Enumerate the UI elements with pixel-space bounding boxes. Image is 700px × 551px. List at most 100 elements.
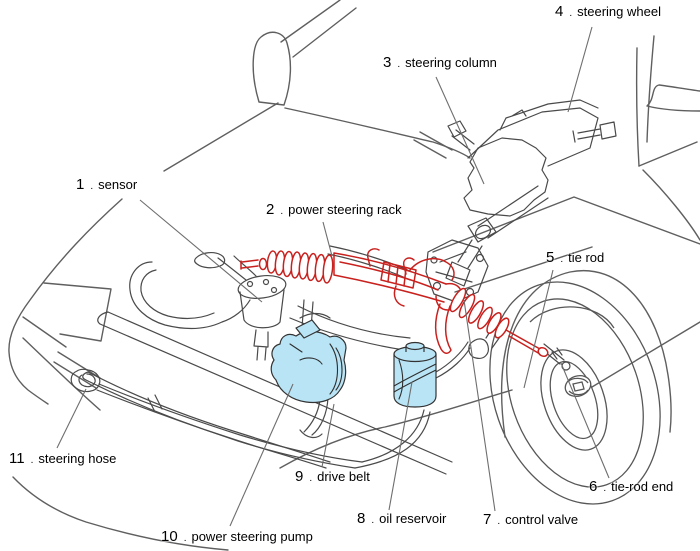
label-tie-rod-end: 6.tie-rod end — [589, 479, 673, 494]
blue-part-details — [289, 343, 437, 400]
pump-bracket — [295, 319, 321, 339]
part-name: power steering pump — [191, 529, 313, 544]
rack-pipes-top — [393, 257, 455, 307]
part-number: 2 — [266, 201, 275, 218]
leader-line-7 — [463, 299, 496, 512]
steering-hose-loop — [70, 368, 101, 393]
leader-line-11 — [56, 388, 87, 449]
a-pillar-left — [280, 0, 357, 58]
hose-to-pump — [354, 409, 431, 469]
label-oil-reservoir: 8. oil reservoir — [357, 511, 446, 526]
drive-belt — [299, 397, 329, 439]
leader-line-10 — [229, 383, 294, 527]
rack-left-rod — [240, 259, 259, 270]
cowl-line — [284, 107, 471, 159]
column-stalk — [447, 120, 475, 151]
label-power-steering-pump: 10. power steering pump — [161, 529, 313, 544]
pump-pulley — [289, 343, 343, 395]
part-number: 3 — [383, 54, 392, 71]
part-number: 9 — [295, 468, 304, 485]
sill-lines — [432, 196, 700, 293]
part-number: 1 — [76, 176, 85, 193]
shaft-bolt — [572, 121, 617, 143]
door-lower — [638, 141, 700, 241]
part-number: 8 — [357, 510, 366, 527]
part-name: drive belt — [317, 469, 370, 484]
steering-hose-run — [96, 383, 363, 469]
part-name: control valve — [505, 512, 579, 527]
cowl-panel-edges — [413, 131, 453, 159]
label-separator: . — [30, 455, 34, 466]
part-number: 6 — [589, 478, 598, 495]
pump-body — [270, 331, 347, 404]
rack-bracket — [380, 261, 417, 289]
fender-left — [8, 198, 123, 405]
label-separator: . — [371, 515, 375, 526]
part-number: 10 — [161, 528, 178, 545]
label-drive-belt: 9. drive belt — [295, 469, 370, 484]
hose-clamp — [147, 394, 163, 413]
machinery-details — [70, 99, 617, 475]
leader-line-8 — [388, 381, 413, 511]
hood-edge — [163, 102, 279, 172]
sensor-body — [239, 289, 285, 361]
column-shroud — [463, 137, 549, 217]
label-separator: . — [497, 516, 501, 527]
label-steering-hose: 11.steering hose — [9, 451, 116, 466]
door-notch — [646, 84, 700, 112]
crossmember — [289, 299, 411, 351]
label-separator: . — [90, 181, 94, 192]
leader-lines — [56, 26, 610, 527]
power-steering-rack-highlight — [240, 248, 549, 358]
grille-slats — [22, 316, 101, 389]
leader-line-6 — [560, 362, 610, 479]
leader-line-9 — [321, 403, 335, 468]
bumper-top — [22, 337, 101, 411]
part-name: tie-rod end — [611, 479, 674, 494]
part-number: 11 — [9, 450, 25, 467]
rack-left-bracket — [194, 252, 226, 269]
engine-loop-hose — [129, 261, 251, 329]
valve-pipes — [434, 303, 452, 354]
wheel-arch — [501, 270, 672, 438]
label-separator: . — [309, 473, 313, 484]
label-separator: . — [397, 59, 401, 70]
label-separator: . — [183, 533, 187, 544]
part-name: steering column — [405, 55, 497, 70]
part-name: oil reservoir — [379, 511, 447, 526]
steering-column-shaft — [477, 185, 549, 239]
part-name: steering wheel — [577, 4, 661, 19]
headlamp — [43, 282, 112, 342]
part-number: 4 — [555, 3, 564, 20]
label-steering-column: 3. steering column — [383, 55, 497, 70]
tie-rod-end-stud — [539, 343, 565, 365]
power-steering-pump-highlight — [270, 319, 347, 404]
a-pillar-right — [635, 35, 655, 167]
leader-line-3 — [435, 76, 485, 185]
leader-line-5 — [523, 269, 554, 389]
rack-clamps — [366, 248, 415, 275]
part-number: 5 — [546, 249, 555, 266]
label-power-steering-rack: 2. power steering rack — [266, 202, 402, 217]
rack-housing-line — [339, 261, 439, 291]
reservoir-hoses — [435, 321, 503, 379]
front-wheel — [489, 281, 661, 505]
sensor-cap — [237, 275, 287, 299]
rack-housing — [333, 252, 447, 303]
part-name: tie rod — [568, 250, 605, 265]
leader-line-2 — [322, 221, 333, 257]
bumper-bottom — [12, 476, 229, 551]
lower-body-line — [279, 389, 513, 469]
part-name: sensor — [98, 177, 138, 192]
part-number: 7 — [483, 511, 492, 528]
label-steering-wheel: 4.steering wheel — [555, 4, 661, 19]
rocker-line — [591, 321, 700, 388]
label-separator: . — [280, 206, 284, 217]
leader-line-4 — [567, 26, 593, 113]
label-sensor: 1. sensor — [76, 177, 137, 192]
reservoir-cap — [405, 341, 425, 351]
part-name: power steering rack — [288, 202, 402, 217]
label-separator: . — [560, 254, 564, 265]
